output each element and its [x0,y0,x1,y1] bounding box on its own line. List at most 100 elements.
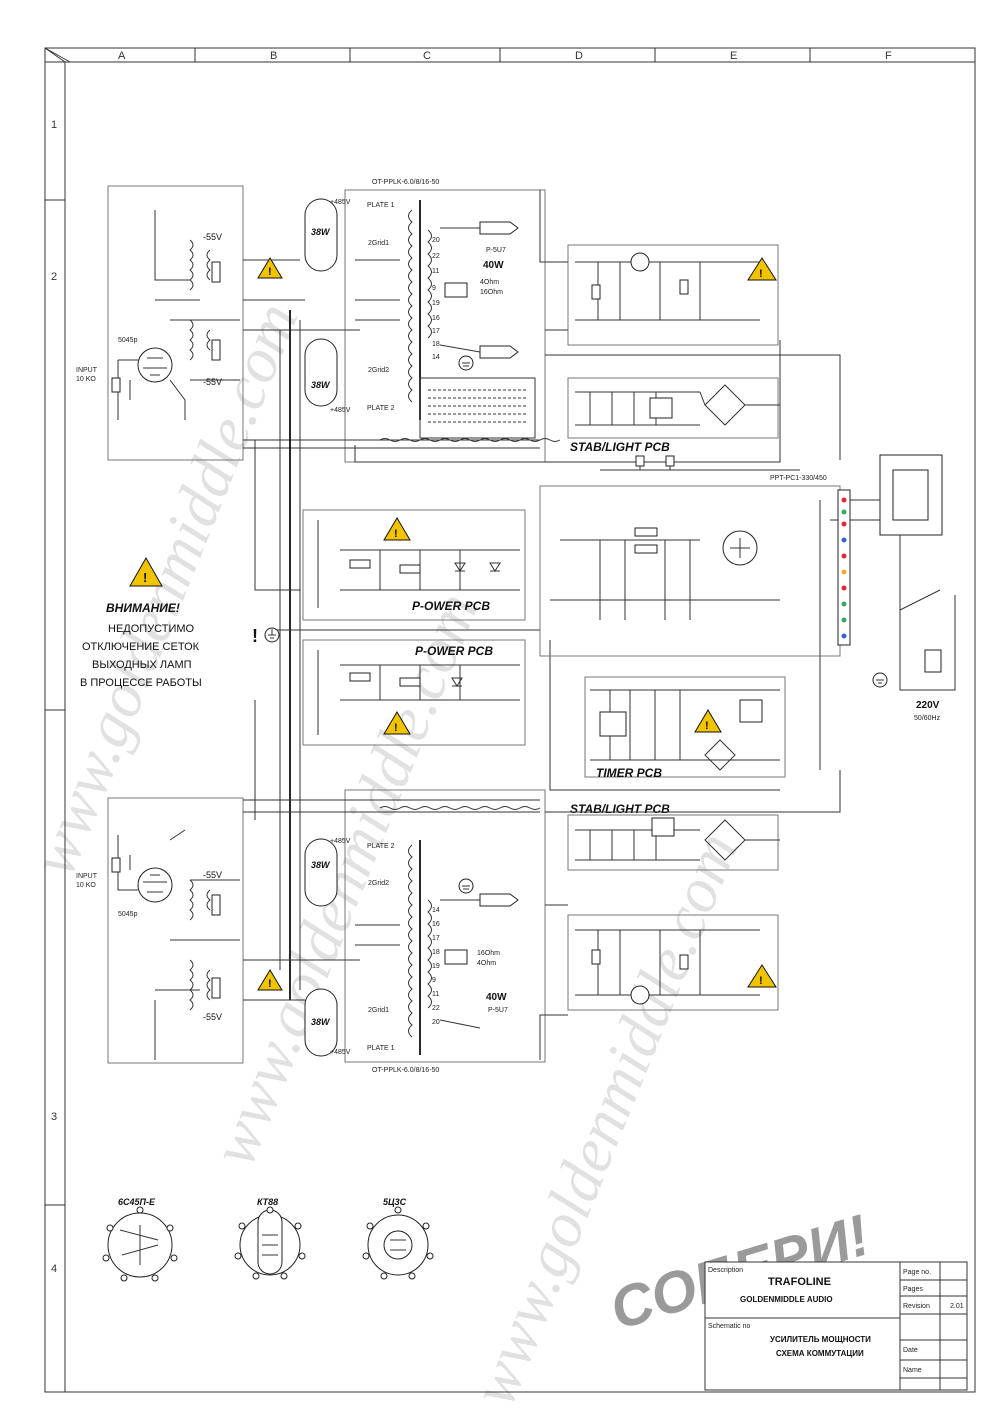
top-ohm-1: 4Ohm [480,279,499,286]
watermark-text-2: www.goldenmiddle.com [197,583,491,1175]
warning-line-1: НЕДОПУСТИМО [108,623,195,635]
grid-col-f: F [885,50,892,62]
bottom-term-7: 22 [432,1005,440,1012]
bottom-term-5: 9 [432,977,436,984]
top-stab-pcb: STAB/LIGHT PCB [567,244,780,454]
top-term-8: 14 [432,354,440,361]
tube-pinouts: 6C45П-Е КТ88 5Ц3С [102,1197,434,1282]
top-plate2: PLATE 2 [367,405,395,412]
tube-pinout-2: КТ88 [234,1197,306,1280]
svg-text:!: ! [705,720,709,732]
svg-text:!: ! [268,266,272,278]
power-pcb-2: P-OWER PCB [302,639,526,746]
watermark-text-1: www.goldenmiddle.com [17,293,311,885]
tb-date: Date [903,1347,918,1354]
grid-row-3: 3 [51,1111,57,1123]
bottom-ohm-2: 4Ohm [477,960,496,967]
top-bplus-2: +485V [330,407,351,414]
top-g2-2: 2Grid2 [368,367,389,374]
top-input-tube [137,347,173,383]
bottom-ot-box [344,789,546,1063]
mains-input-block: 220V 50/60Hz [850,454,956,722]
pt-label: PPT-PC1-330/450 [770,475,827,482]
tb-revision-value: 2.01 [950,1303,964,1310]
tube-label-1: 6C45П-Е [118,1197,156,1207]
tb-pages: Pages [903,1286,923,1293]
power-pcb-2-label: P-OWER PCB [415,644,493,658]
grid-column-labels: A B C D E F [118,50,892,62]
bottom-cap-label: 5045p [118,911,138,918]
tb-page-no: Page no. [903,1269,931,1276]
tb-title-line1: УСИЛИТЕЛЬ МОЩНОСТИ [770,1335,871,1344]
bottom-input-label: INPUT [76,873,98,880]
top-term-1: 22 [432,253,440,260]
tb-revision: Revision [903,1303,930,1310]
bottom-plate2: PLATE 2 [367,843,395,850]
top-term-2: 11 [432,268,439,275]
top-term-3: 9 [432,285,436,292]
warning-triangle-bottom-driver: ! [257,969,283,991]
power-pcb-1-label: P-OWER PCB [412,599,490,613]
top-term-6: 17 [432,328,440,335]
bottom-power-rating: 40W [486,992,507,1003]
top-term-5: 16 [432,315,440,322]
svg-text:!: ! [252,626,258,646]
grid-col-d: D [575,50,583,62]
tb-company-line2: GOLDENMIDDLE AUDIO [740,1295,833,1304]
sheet-frame [44,47,976,1393]
warning-note: ! ВНИМАНИЕ! НЕДОПУСТИМО ОТКЛЮЧЕНИЕ СЕТОК… [80,556,202,689]
top-stab-pcb-label: STAB/LIGHT PCB [570,440,670,454]
bottom-term-6: 11 [432,991,439,998]
bottom-term-0: 14 [432,907,440,914]
svg-text:!: ! [394,722,398,734]
bottom-term-8: 20 [432,1019,440,1026]
top-bias-label-1: -55V [203,232,222,242]
bottom-output-tube-2 [304,988,338,1057]
tb-name: Name [903,1367,922,1374]
tb-description-label: Description [708,1267,743,1274]
title-block: Description TRAFOLINE GOLDENMIDDLE AUDIO… [704,1261,968,1391]
tube-label-2: КТ88 [257,1197,278,1207]
warning-title: ВНИМАНИЕ! [106,601,180,615]
top-term-0: 20 [432,237,440,244]
warning-triangle-top-driver: ! [257,257,283,279]
mains-voltage: 220V [916,700,940,711]
bottom-term-3: 18 [432,949,440,956]
svg-text:!: ! [759,975,763,987]
bottom-bplus-1: +485V [330,1049,351,1056]
top-driver-box [107,185,244,461]
timer-pcb: TIMER PCB [584,676,786,780]
top-cap-label: 5045p [118,337,138,344]
warning-line-4: В ПРОЦЕССЕ РАБОТЫ [80,677,202,689]
bottom-model: P-5U7 [488,1007,508,1014]
warning-triangle-timer: ! [694,709,722,733]
chassis-ground-icon: ! [252,626,280,646]
bottom-input-ohm: 10 KO [76,882,96,889]
top-model: P-5U7 [486,247,506,254]
bottom-tube-power-1: 38W [311,860,331,870]
bottom-bias-label-2: -55V [203,1012,222,1022]
tube-pinout-3: 5Ц3С [362,1197,434,1280]
bottom-term-4: 19 [432,963,440,970]
bottom-bias-label-1: -55V [203,870,222,880]
tb-company-line1: TRAFOLINE [768,1276,831,1288]
grid-col-b: B [270,50,277,62]
bottom-ohm-1: 16Ohm [477,950,500,957]
bottom-input-tube [137,867,173,903]
grid-row-labels: 1 2 3 4 [51,119,57,1275]
bottom-driver-box [107,797,244,1064]
grid-row-4: 4 [51,1263,57,1275]
bottom-output-tube-1 [304,838,338,907]
warning-triangle-top-stab: ! [747,257,777,281]
mains-freq: 50/60Hz [914,715,941,722]
warning-line-3: ВЫХОДНЫХ ЛАМП [92,659,192,671]
warning-triangle-bottom-stab: ! [747,964,777,988]
tb-schematic-label: Schematic no [708,1323,751,1330]
warning-triangle-main [129,556,163,587]
grid-col-e: E [730,50,737,62]
svg-text:!: ! [268,978,272,990]
bottom-term-2: 17 [432,935,440,942]
top-ot-terminals: 20 22 11 9 19 16 17 18 14 [432,237,440,361]
top-bplus-1: +485V [330,199,351,206]
top-speaker-out-2 [479,345,519,359]
